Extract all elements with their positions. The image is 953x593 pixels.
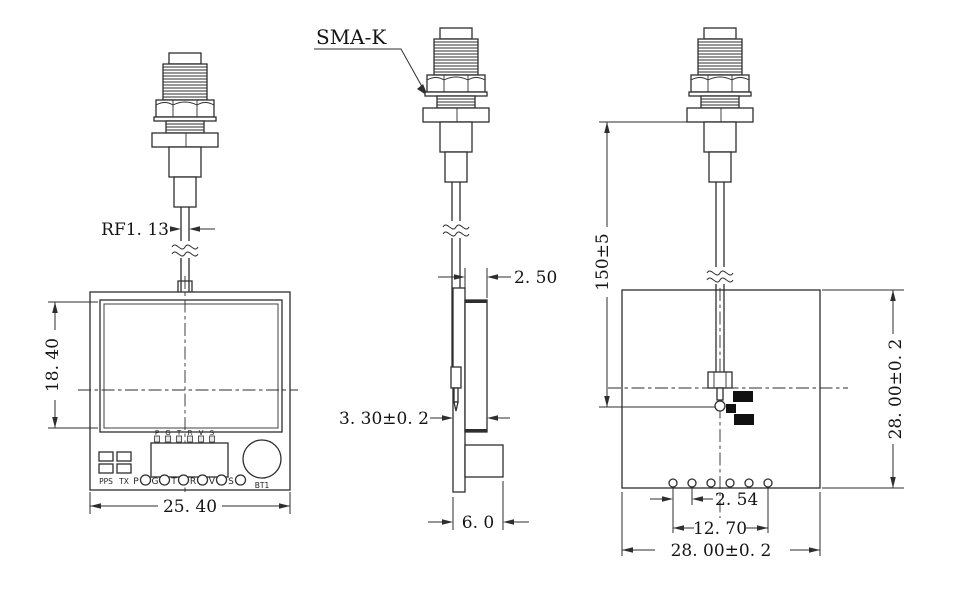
dim-pin-span-text: 12. 70 <box>693 519 747 539</box>
pad-letter: G <box>165 429 170 437</box>
through-hole <box>763 478 773 488</box>
pin-hole <box>177 474 190 486</box>
rf-shield-front <box>99 299 283 433</box>
through-hole <box>725 478 735 488</box>
dim-shield-depth-text: 2. 50 <box>514 268 557 288</box>
back-view: 150±5 2. 54 12. 70 28. 00±0. 2 <box>593 27 906 561</box>
ipex-pin-side <box>453 387 459 403</box>
pin-hole <box>234 474 247 486</box>
dim-pin-pitch: 2. 54 <box>650 487 758 533</box>
sma-connector-back <box>686 27 754 183</box>
ipex-pin-back <box>716 387 724 401</box>
ipex-tip-side <box>453 401 459 412</box>
ipex-socket <box>714 400 726 412</box>
dim-pin-pitch-text: 2. 54 <box>715 490 758 510</box>
pin-hole <box>215 474 228 486</box>
rf-cable-label: RF1. 13 <box>101 220 169 240</box>
smd-component <box>733 391 753 402</box>
pad-letter: P <box>155 429 159 437</box>
side-view: SMA-K 2. 50 3. 30±0. 2 <box>314 25 557 533</box>
pin-hole <box>158 474 171 486</box>
led-pad <box>98 451 114 462</box>
cable-break-side <box>440 220 472 239</box>
dim-board-width-back: 28. 00±0. 2 <box>621 492 821 561</box>
pin-letter: T <box>170 477 177 487</box>
smd-component <box>734 414 754 425</box>
pad-letter: S <box>210 429 215 437</box>
dim-board-width-front: 25. 40 <box>89 492 291 517</box>
led-pad <box>98 463 114 474</box>
pin-hole <box>139 474 152 486</box>
through-hole <box>744 478 754 488</box>
main-ic-outline <box>150 442 229 478</box>
silk-tx-label: TX <box>118 477 129 486</box>
pin-letter: R <box>190 477 196 487</box>
dim-connector-depth-text: 6. 0 <box>462 513 494 533</box>
ipex-crimp-side <box>450 366 462 389</box>
dim-board-width-back-text: 28. 00±0. 2 <box>671 541 772 561</box>
pin-letter: V <box>209 477 216 487</box>
dim-shield-depth: 2. 50 <box>438 268 557 298</box>
pad-letter: T <box>176 429 182 437</box>
callout-sma: SMA-K <box>314 25 428 96</box>
dim-shield-height-text: 18. 40 <box>43 338 63 392</box>
dim-cable-length-text: 150±5 <box>593 233 613 291</box>
dim-total-thickness: 3. 30±0. 2 <box>339 409 510 429</box>
dim-board-height-back-text: 28. 00±0. 2 <box>886 339 906 440</box>
smd-component <box>726 404 736 413</box>
through-hole <box>706 478 716 488</box>
dim-rf-cable: RF1. 13 <box>101 220 215 240</box>
through-hole <box>668 478 678 488</box>
ipex-crimp-back <box>707 371 733 389</box>
pin-letter: P <box>133 477 139 487</box>
dim-pin-span: 12. 70 <box>673 487 769 539</box>
pin-letter: S <box>228 477 234 487</box>
cable-break-front <box>169 240 201 259</box>
dim-connector-depth: 6. 0 <box>428 481 529 533</box>
pad-letter: R <box>188 429 193 437</box>
pin-hole <box>196 474 209 486</box>
pad-letter: V <box>199 429 204 437</box>
sma-connector-side <box>422 27 490 183</box>
dim-cable-length: 150±5 <box>593 121 715 408</box>
dim-total-thickness-text: 3. 30±0. 2 <box>339 409 429 429</box>
dim-board-width-front-text: 25. 40 <box>163 497 217 517</box>
pin-letter: G <box>152 477 159 487</box>
through-hole <box>687 478 697 488</box>
rf-shield-inner-line <box>103 303 279 429</box>
dim-board-height-back: 28. 00±0. 2 <box>822 289 906 489</box>
front-view: PPS TX P G T R V S P G T R V S BT1 RF1. … <box>43 52 298 517</box>
sma-connector-front <box>151 52 219 208</box>
silk-bt1-label: BT1 <box>255 481 270 490</box>
centerlines-front <box>78 276 298 492</box>
battery-bt1 <box>242 439 282 479</box>
led-pad <box>116 451 132 462</box>
cable-break-back <box>704 266 736 285</box>
led-pad <box>116 463 132 474</box>
rf-shield-side <box>464 299 488 433</box>
dim-shield-height: 18. 40 <box>43 301 98 429</box>
silk-pps-label: PPS <box>99 477 113 486</box>
battery-holder-side <box>464 444 504 478</box>
sma-label: SMA-K <box>316 25 387 49</box>
